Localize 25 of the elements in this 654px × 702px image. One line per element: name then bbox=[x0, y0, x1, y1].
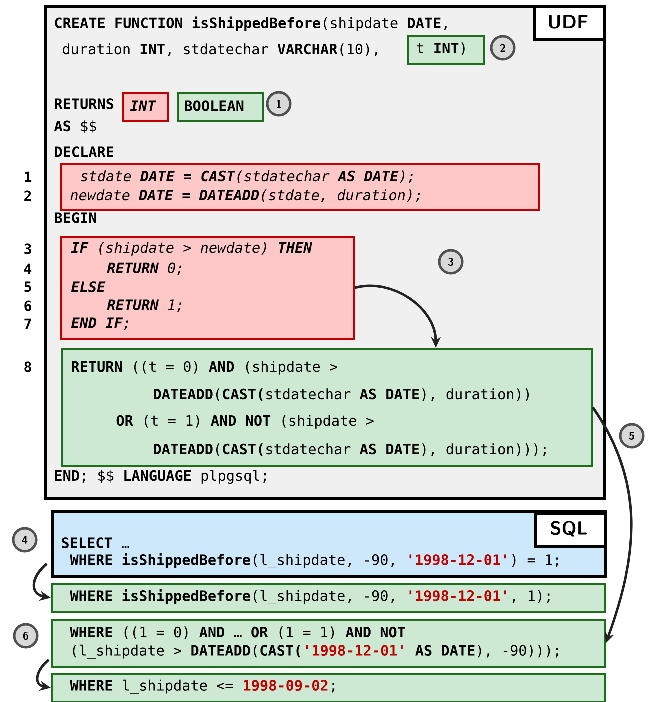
code-box: stdate DATE = CAST(stdatechar AS DATE); newdate DATE = DATEADD(stdate, duration); bbox=[60, 163, 540, 211]
line-number: 2 bbox=[24, 190, 32, 202]
code-box: WHERE ((1 = 0) AND … OR (1 = 1) AND NOT (l_shipdate > DATEADD(CAST( '1998-12-01' AS DATE), -90))); bbox=[51, 619, 606, 668]
code-box: RETURN ((t = 0) AND (shipdate > DATEADD(CAST(stdatechar AS DATE), duration)) OR (t = 1) AND NOT (shipdate > DATEADD(CAST(stdatechar AS DATE), duration))); bbox=[61, 348, 593, 467]
callout-number: 1 bbox=[266, 91, 292, 117]
line-number: 7 bbox=[24, 318, 32, 330]
callout-number: 6 bbox=[13, 623, 39, 649]
code-box: WHERE l_shipdate <= 1998-09-02 ; bbox=[51, 673, 606, 702]
line-number: 5 bbox=[24, 282, 32, 292]
panel-tag: UDF bbox=[533, 5, 606, 41]
callout-number: 4 bbox=[12, 527, 38, 553]
callout-number: 5 bbox=[619, 423, 645, 449]
code-box: BOOLEAN bbox=[177, 92, 264, 122]
callout-number: 3 bbox=[438, 249, 464, 275]
code-box: INT bbox=[122, 92, 169, 122]
line-number: 3 bbox=[24, 244, 32, 254]
code-box: WHERE isShippedBefore(l_shipdate, -90, '1998-12-01' , 1); bbox=[51, 583, 606, 613]
callout-number: 2 bbox=[490, 35, 516, 61]
code-box: t INT) bbox=[407, 35, 485, 65]
line-number: 6 bbox=[24, 300, 32, 312]
line-number: 8 bbox=[24, 362, 32, 372]
code-box: IF (shipdate > newdate) THEN RETURN 0; ELSE RETURN 1; END IF; bbox=[60, 236, 355, 340]
line-number: 1 bbox=[25, 172, 32, 182]
line-number: 4 bbox=[24, 264, 32, 274]
panel-tag: SQL bbox=[534, 512, 607, 548]
